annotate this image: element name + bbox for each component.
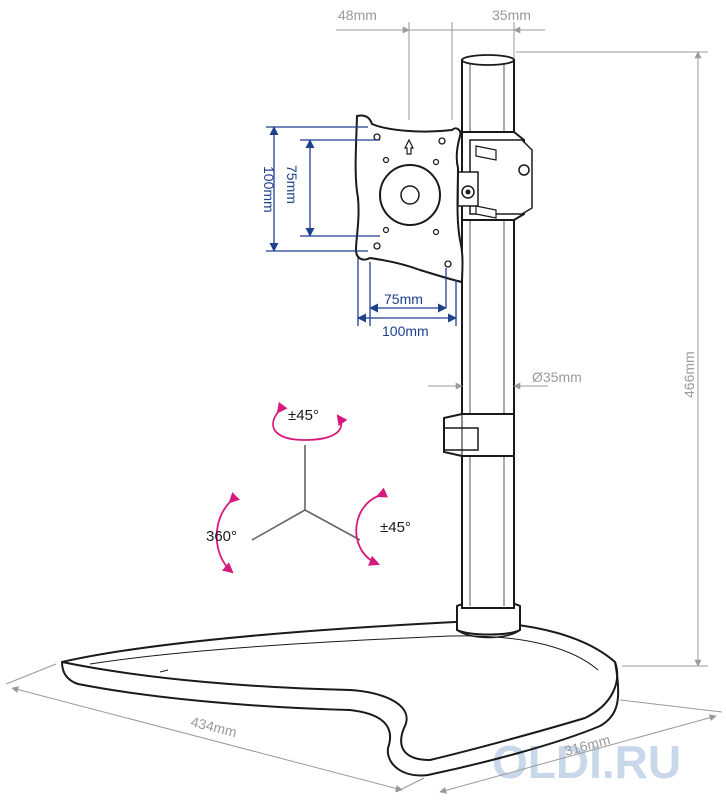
total-height-label: 466mm bbox=[681, 351, 697, 398]
tilt-arrow-icon bbox=[272, 401, 348, 441]
swivel-arrow-icon bbox=[355, 487, 389, 566]
swivel-label: ±45° bbox=[380, 519, 411, 536]
arm-bracket bbox=[457, 131, 533, 221]
rotate-arrow-icon bbox=[215, 492, 240, 574]
vesa-height-small-label: 75mm bbox=[284, 165, 300, 204]
rotate-label: 360° bbox=[206, 528, 237, 545]
vesa-height-large-label: 100mm bbox=[261, 166, 277, 213]
dimension-lines bbox=[5, 22, 723, 794]
rotation-symbol bbox=[215, 401, 389, 574]
pole-boot bbox=[456, 600, 521, 639]
vesa-plate bbox=[354, 114, 464, 284]
vesa-dimension-lines bbox=[266, 126, 457, 326]
pole-top-label: 35mm bbox=[492, 7, 531, 23]
vesa-width-small-label: 75mm bbox=[384, 291, 423, 307]
pole-clamp bbox=[443, 413, 515, 457]
arm-offset-label: 48mm bbox=[338, 7, 377, 23]
pole-diameter-label: Ø35mm bbox=[532, 369, 582, 385]
tilt-label: ±45° bbox=[288, 407, 319, 424]
vesa-width-large-label: 100mm bbox=[382, 323, 429, 339]
